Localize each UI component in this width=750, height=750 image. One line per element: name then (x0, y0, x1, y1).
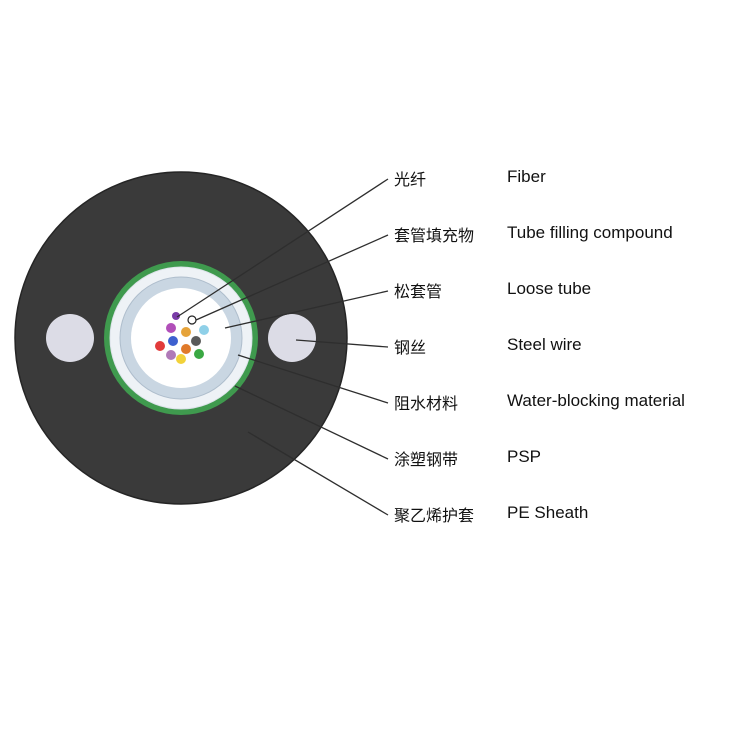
fiber-dot (181, 327, 191, 337)
label-zh-tube-filling-compound: 套管填充物 (394, 226, 474, 245)
label-zh-pe-sheath: 聚乙烯护套 (394, 506, 474, 525)
label-en-psp: PSP (507, 447, 541, 466)
leader-line-psp (234, 385, 389, 460)
fiber-bundle (155, 312, 209, 364)
label-en-water-blocking-material: Water-blocking material (507, 391, 685, 410)
label-en-fiber: Fiber (507, 167, 546, 186)
fiber-dot (155, 341, 165, 351)
steel-wire-right-shape (268, 314, 316, 362)
leader-line-loose-tube (224, 290, 389, 329)
label-en-tube-filling-compound: Tube filling compound (507, 223, 673, 242)
leader-line-water-blocking-material (237, 354, 389, 404)
leader-line-steel-wire (295, 339, 389, 348)
label-zh-psp: 涂塑钢带 (394, 450, 458, 469)
fiber-dot (191, 336, 201, 346)
fiber-dot (172, 312, 180, 320)
label-zh-steel-wire: 钢丝 (394, 338, 426, 357)
label-en-steel-wire: Steel wire (507, 335, 582, 354)
labels: 光纤 Fiber 套管填充物 Tube filling compound 松套管 Loos… (394, 167, 685, 525)
leader-line-tube-filling-compound (195, 234, 389, 321)
label-zh-fiber: 光纤 (394, 170, 426, 189)
fiber-dot (181, 344, 191, 354)
leader-line-pe-sheath (247, 431, 389, 516)
fiber-highlight-ring (187, 315, 197, 325)
label-en-loose-tube: Loose tube (507, 279, 591, 298)
fiber-dot (176, 354, 186, 364)
fiber-dot (166, 350, 176, 360)
fiber-dot (194, 349, 204, 359)
tube-filling-compound-shape (131, 288, 231, 388)
fiber-dot (166, 323, 176, 333)
fiber-dot (168, 336, 178, 346)
leader-lines (176, 178, 389, 516)
steel-wire-left-shape (46, 314, 94, 362)
fiber-dot (199, 325, 209, 335)
label-zh-water-blocking-material: 阻水材料 (394, 394, 458, 413)
label-en-pe-sheath: PE Sheath (507, 503, 588, 522)
cable-cross-section (14, 171, 348, 505)
label-zh-loose-tube: 松套管 (394, 282, 442, 301)
leader-line-fiber (176, 178, 389, 318)
